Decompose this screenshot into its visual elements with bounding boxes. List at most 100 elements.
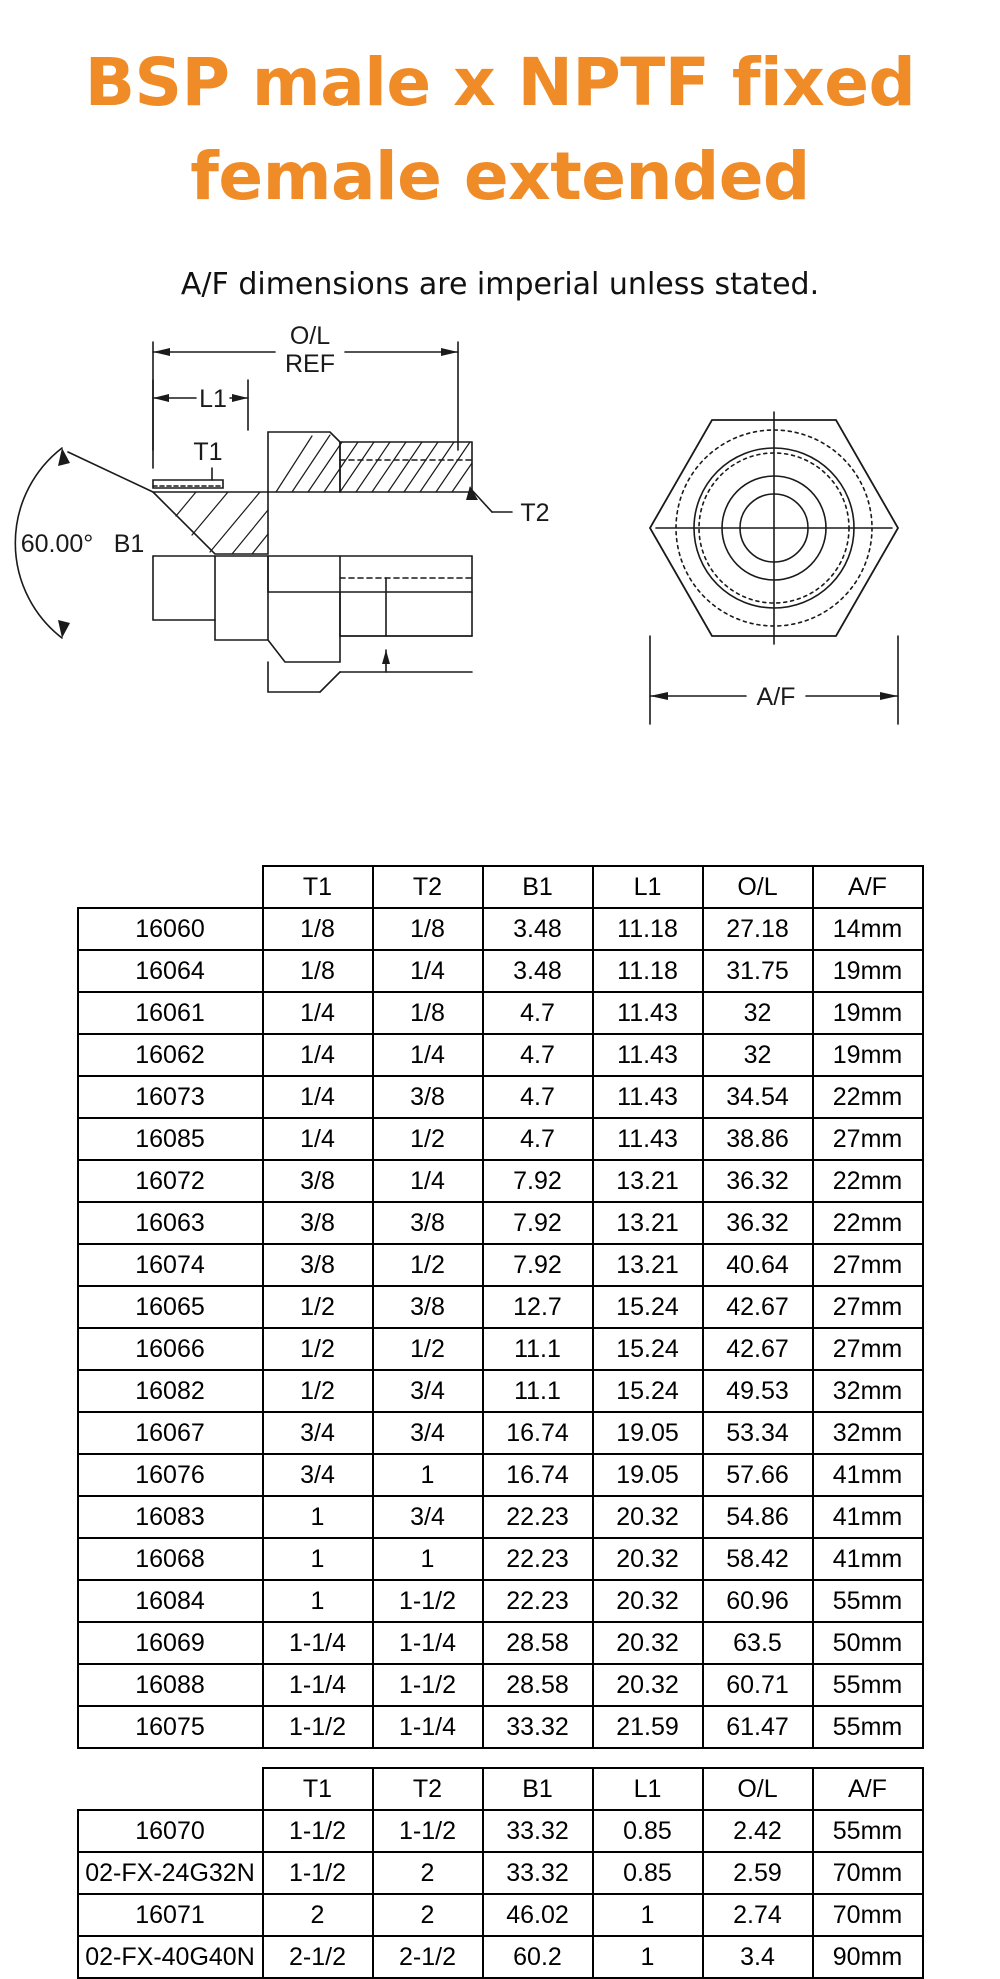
- imperial-header-l1: L1: [591, 1767, 704, 1812]
- metric-cell-t1: 1/2: [261, 1285, 374, 1330]
- metric-cell-t1: 1/8: [261, 949, 374, 994]
- thread-lower: [339, 555, 473, 594]
- imperial-cell-af: 70mm: [811, 1851, 924, 1896]
- section-hatch-upper: [275, 434, 473, 494]
- section-hatch-flare: [175, 491, 269, 556]
- metric-cell-t1: 3/4: [261, 1411, 374, 1456]
- imperial-header-part: [78, 1768, 263, 1810]
- imperial-cell-t1: 2-1/2: [261, 1935, 374, 1979]
- metric-cell-b1: 33.32: [481, 1705, 594, 1750]
- imperial-cell-part-number: 02-FX-24G32N: [76, 1851, 264, 1896]
- hex-outline: [648, 419, 900, 638]
- metric-cell-af: 41mm: [811, 1453, 924, 1498]
- metric-cell-b1: 22.23: [481, 1495, 594, 1540]
- metric-cell-af: 22mm: [811, 1075, 924, 1120]
- metric-cell-t2: 1-1/2: [371, 1663, 484, 1708]
- l1-arrow-left: [153, 394, 169, 403]
- metric-header-b1: B1: [481, 865, 594, 910]
- hex-lower-body: [267, 591, 341, 664]
- metric-cell-t1: 1: [261, 1537, 374, 1582]
- metric-cell-ol: 42.67: [701, 1285, 814, 1330]
- metric-cell-b1: 12.7: [481, 1285, 594, 1330]
- metric-cell-l1: 13.21: [591, 1159, 704, 1204]
- neck-lower: [214, 555, 269, 642]
- metric-cell-b1: 7.92: [481, 1201, 594, 1246]
- metric-cell-t2: 3/4: [371, 1495, 484, 1540]
- metric-cell-t1: 1/4: [261, 1117, 374, 1162]
- imperial-cell-t2: 2: [371, 1851, 484, 1896]
- metric-cell-l1: 15.24: [591, 1327, 704, 1372]
- metric-cell-part-number: 16074: [76, 1243, 264, 1288]
- metric-cell-af: 41mm: [811, 1537, 924, 1582]
- metric-cell-t1: 1/4: [261, 1033, 374, 1078]
- flare-arrow-bottom: [58, 620, 70, 639]
- metric-cell-t2: 1/4: [371, 949, 484, 994]
- metric-cell-af: 55mm: [811, 1705, 924, 1750]
- hex-lower-left: [267, 555, 341, 594]
- metric-cell-ol: 49.53: [701, 1369, 814, 1414]
- imperial-cell-t1: 1-1/2: [261, 1809, 374, 1854]
- imperial-cell-part-number: 16070: [76, 1809, 264, 1854]
- metric-cell-b1: 22.23: [481, 1579, 594, 1624]
- flare-arrow-top: [58, 448, 70, 467]
- metric-cell-t1: 3/8: [261, 1159, 374, 1204]
- metric-cell-b1: 4.7: [481, 1075, 594, 1120]
- metric-header-part: [78, 866, 263, 908]
- metric-cell-t1: 1/4: [261, 991, 374, 1036]
- imperial-header-t2: T2: [371, 1767, 484, 1812]
- metric-cell-b1: 4.7: [481, 1117, 594, 1162]
- imperial-cell-t2: 2: [371, 1893, 484, 1938]
- metric-cell-ol: 42.67: [701, 1327, 814, 1372]
- metric-cell-l1: 11.43: [591, 991, 704, 1036]
- metric-cell-af: 19mm: [811, 991, 924, 1036]
- metric-cell-ol: 38.86: [701, 1117, 814, 1162]
- metric-cell-part-number: 16075: [76, 1705, 264, 1750]
- imperial-cell-part-number: 02-FX-40G40N: [76, 1935, 264, 1979]
- l1-arrow-right: [232, 394, 248, 403]
- imperial-header-row: T1 T2 B1 L1 O/L A/F: [78, 1767, 924, 1812]
- metric-cell-af: 27mm: [811, 1327, 924, 1372]
- metric-cell-ol: 32: [701, 1033, 814, 1078]
- metric-cell-ol: 27.18: [701, 907, 814, 952]
- metric-cell-ol: 36.32: [701, 1159, 814, 1204]
- metric-cell-l1: 15.24: [591, 1369, 704, 1414]
- metric-cell-part-number: 16083: [76, 1495, 264, 1540]
- metric-cell-t2: 1/2: [371, 1243, 484, 1288]
- ol-arrow-right: [441, 348, 458, 357]
- metric-cell-l1: 11.18: [591, 907, 704, 952]
- metric-cell-b1: 28.58: [481, 1663, 594, 1708]
- female-bore: [339, 591, 473, 638]
- label-overall-length: O/L: [290, 322, 330, 350]
- thread-upper: [339, 441, 473, 494]
- imperial-cell-ol: 2.59: [701, 1851, 814, 1896]
- metric-cell-t2: 3/8: [371, 1285, 484, 1330]
- imperial-cell-b1: 46.02: [481, 1893, 594, 1938]
- af-arrow-right: [880, 692, 898, 701]
- imperial-cell-t1: 2: [261, 1893, 374, 1938]
- metric-cell-part-number: 16064: [76, 949, 264, 994]
- label-t2: T2: [520, 499, 549, 527]
- label-angle: 60.00°: [21, 530, 94, 558]
- imperial-header-t1: T1: [261, 1767, 374, 1812]
- body-upper: [267, 431, 341, 494]
- metric-cell-l1: 21.59: [591, 1705, 704, 1750]
- metric-cell-t2: 1/2: [371, 1327, 484, 1372]
- foot-chamfer: [319, 671, 341, 694]
- metric-cell-af: 19mm: [811, 949, 924, 994]
- fitting-drawing-svg: O/L REF L1 T1 T2 B1 60.00° A/F: [14, 322, 900, 726]
- imperial-header-af: A/F: [811, 1767, 924, 1812]
- imperial-cell-l1: 1: [591, 1935, 704, 1979]
